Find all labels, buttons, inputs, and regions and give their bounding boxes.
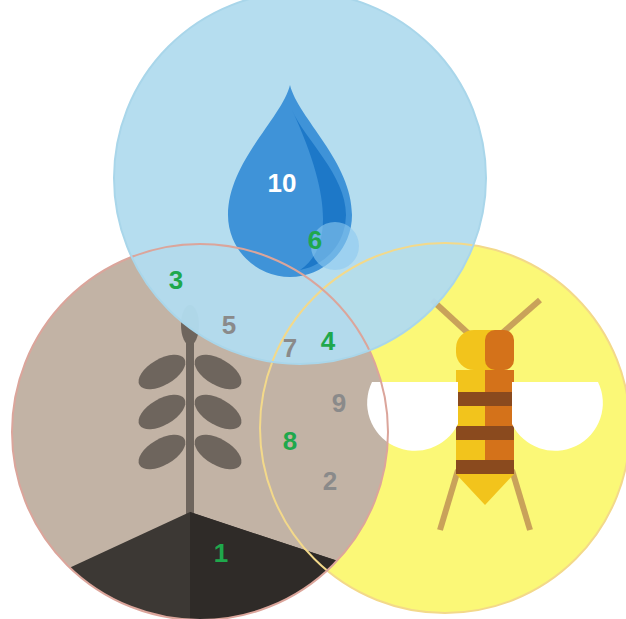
callout-number: 6 xyxy=(308,227,322,253)
bee-stripe xyxy=(456,460,514,474)
leaf xyxy=(189,348,247,397)
callout-number: 1 xyxy=(214,540,228,566)
callout-number: 2 xyxy=(323,468,337,494)
bee-antenna xyxy=(432,300,470,335)
bee-leg xyxy=(512,470,530,530)
soil-mound xyxy=(0,512,380,619)
bee-stripe xyxy=(485,406,514,426)
callout-number: 8 xyxy=(283,428,297,454)
bee-wing xyxy=(512,382,603,451)
bee-stripe xyxy=(456,426,514,440)
pollinator-outline xyxy=(260,243,626,613)
bee-stripe xyxy=(456,370,514,392)
soil-shade xyxy=(190,512,380,619)
bee-stripe xyxy=(456,406,514,426)
bee-tail xyxy=(456,474,514,505)
leaf xyxy=(133,428,191,477)
callout-number: 10 xyxy=(268,170,297,196)
soil-icon xyxy=(0,512,380,619)
callout-number: 7 xyxy=(283,335,297,361)
plant-stem xyxy=(186,318,194,533)
bee-stripe xyxy=(456,440,514,460)
leaf xyxy=(189,428,247,477)
bee-antenna xyxy=(500,300,540,335)
callout-number: 5 xyxy=(222,312,236,338)
water-drop-icon xyxy=(228,85,359,277)
bee-head xyxy=(456,330,514,370)
bee-stripe xyxy=(485,440,514,460)
callout-number: 3 xyxy=(169,267,183,293)
leaf xyxy=(133,388,191,437)
bee-stripe xyxy=(485,370,514,392)
leaf xyxy=(189,388,247,437)
bee-icon xyxy=(367,300,603,530)
bee-wing xyxy=(367,382,458,451)
callout-number: 4 xyxy=(321,328,335,354)
bee-leg xyxy=(440,470,458,530)
soil-outline xyxy=(12,244,388,619)
water-outline xyxy=(114,0,486,364)
leaf xyxy=(133,348,191,397)
bee-head-shade xyxy=(485,330,514,370)
bee-stripe xyxy=(456,392,514,406)
water-circle xyxy=(114,0,486,364)
callout-number: 9 xyxy=(332,390,346,416)
